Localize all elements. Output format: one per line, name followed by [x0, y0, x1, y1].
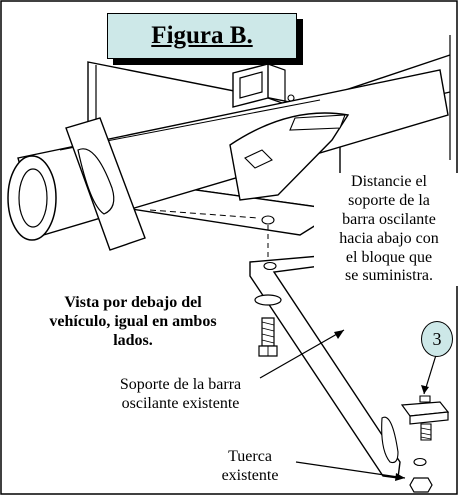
figure-title-box: Figura B. [107, 13, 297, 59]
view-note: Vista por debajo del vehículo, igual en … [49, 294, 217, 349]
bolt-washer [254, 294, 282, 306]
hitch-bracket-plate [229, 112, 350, 201]
distance-note: Distancie el soporte de la barra oscilan… [314, 173, 458, 287]
figure-title: Figura B. [151, 22, 253, 49]
callout-number-badge: 3 [421, 321, 453, 357]
nut-label: Tuerca existente [221, 448, 279, 484]
sway-bar-bracket [249, 255, 401, 479]
bracket-label: Soporte de la barra oscilante existente [119, 376, 242, 412]
existing-nut [409, 477, 433, 493]
